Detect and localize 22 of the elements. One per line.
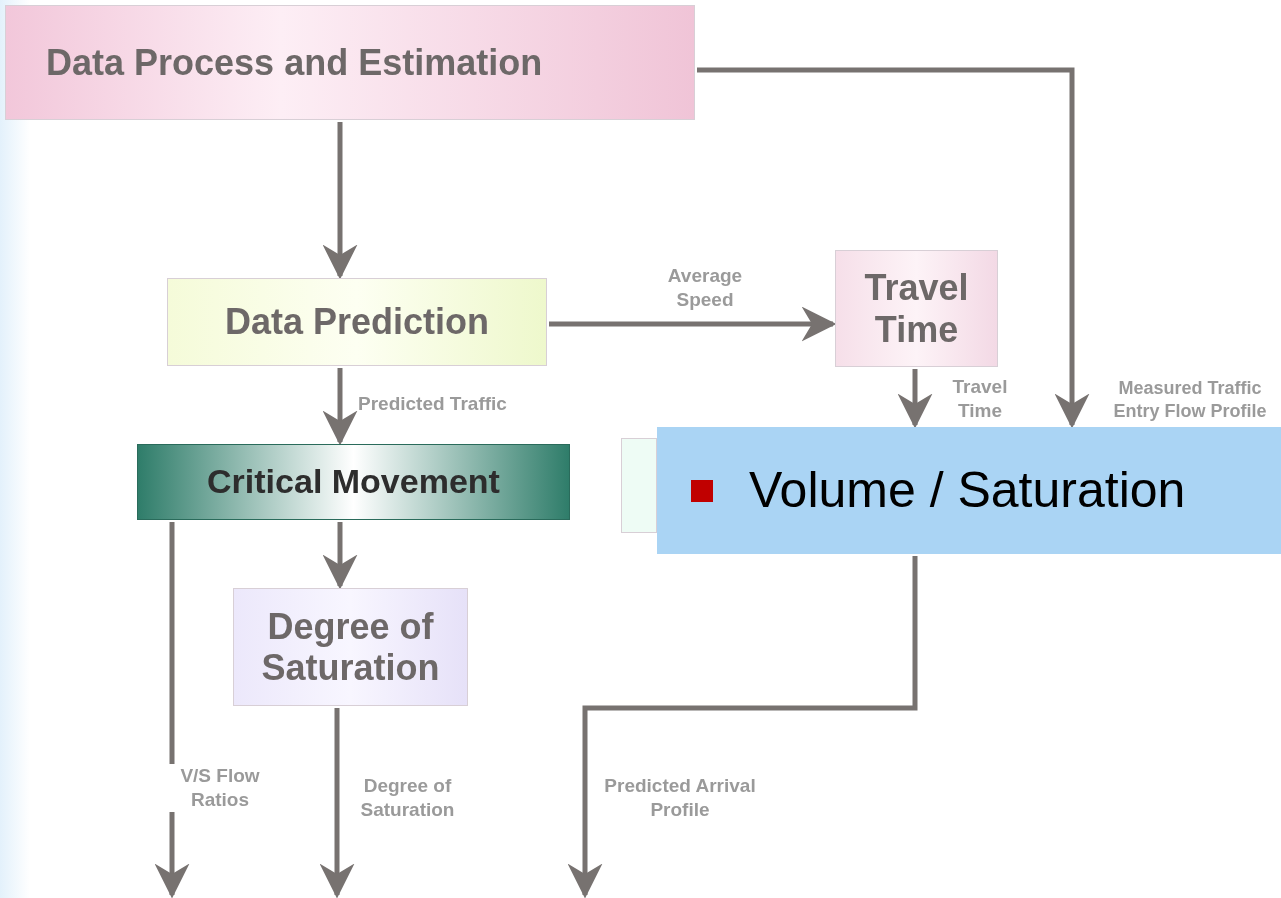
node-label: Travel Time [863, 267, 970, 350]
arrow [697, 67, 1090, 429]
arrow [897, 369, 933, 429]
arrow [322, 368, 358, 446]
node-label: Data Prediction [224, 301, 490, 343]
arrow [567, 556, 918, 898]
node-label: Data Process and Estimation [46, 41, 543, 84]
arrow [322, 522, 358, 590]
bullet-banner [657, 427, 1281, 554]
arrow [549, 306, 837, 342]
process-box [137, 444, 570, 520]
process-box [233, 588, 468, 706]
empty-box [621, 438, 657, 533]
process-box [167, 278, 547, 366]
process-box [5, 5, 695, 120]
banner-text: Volume / Saturation [749, 461, 1186, 520]
node-label: Critical Movement [207, 462, 500, 502]
process-box [835, 250, 998, 367]
arrow [319, 708, 355, 898]
node-label: Degree of Saturation [260, 605, 441, 689]
arrow [322, 122, 358, 280]
arrow [154, 522, 190, 898]
